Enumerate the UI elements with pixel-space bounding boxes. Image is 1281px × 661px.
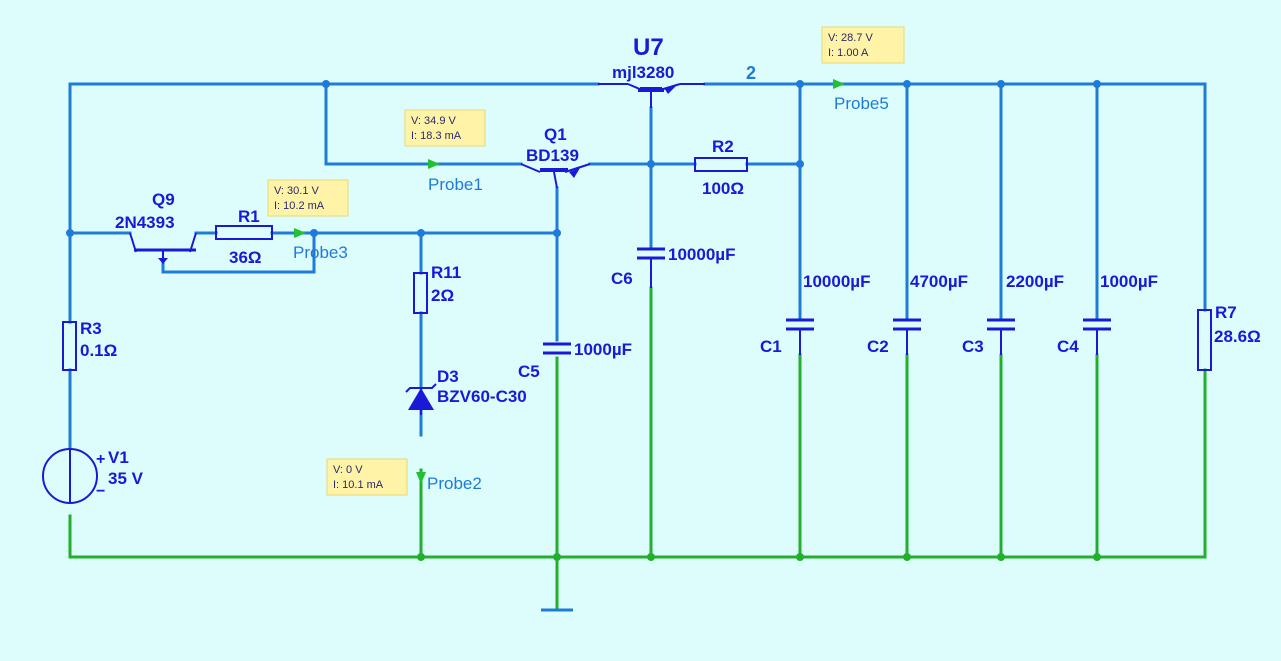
probe5[interactable]: Probe5 [833,79,889,113]
transistor-q9[interactable]: Q9 2N4393 [115,190,197,264]
resistor-r3[interactable]: R3 0.1Ω [62,319,117,371]
v1-minus: − [96,483,105,500]
capacitor-c6[interactable]: 10000µF C6 [611,245,735,288]
c6-value: 10000µF [668,245,735,264]
r1-ref: R1 [238,207,260,226]
c5-value: 1000µF [574,340,632,359]
d3-value: BZV60-C30 [437,387,527,406]
probe2-voltage: V: 0 V [333,464,363,476]
probe1-arrow-icon [428,159,440,169]
q1-value: BD139 [526,146,579,165]
r2-ref: R2 [712,137,734,156]
c6-ref: C6 [611,269,633,288]
u7-value: mjl3280 [612,63,674,82]
net-label: 2 [746,63,756,83]
r3-ref: R3 [80,319,102,338]
probe5-current: I: 1.00 A [828,47,869,59]
junction-dots [66,80,1101,561]
r11-ref: R11 [431,263,461,282]
probe3-voltage: V: 30.1 V [274,185,320,197]
capacitor-c3[interactable]: 2200µF C3 [962,272,1064,356]
voltage-source-v1[interactable]: + − V1 35 V [42,448,144,504]
transistor-u7[interactable]: U7 mjl3280 [598,34,705,108]
probe3-current: I: 10.2 mA [274,200,325,212]
probe2-readout: V: 0 V I: 10.1 mA [326,458,408,496]
u7-ref: U7 [633,34,664,61]
d3-ref: D3 [437,367,459,386]
c4-value: 1000µF [1100,272,1158,291]
transistor-q1[interactable]: Q1 BD139 [520,125,591,189]
q9-value: 2N4393 [115,213,175,232]
capacitor-c2[interactable]: 4700µF C2 [867,272,968,356]
c1-ref: C1 [760,337,782,356]
live-wires[interactable] [68,82,1207,450]
c3-ref: C3 [962,337,984,356]
v1-plus: + [96,451,105,468]
c2-value: 4700µF [910,272,968,291]
probe3-name: Probe3 [293,243,348,262]
c1-value: 10000µF [803,272,870,291]
q9-ref: Q9 [152,190,175,209]
probe1-current: I: 18.3 mA [411,130,462,142]
probe1[interactable]: Probe1 [428,159,483,194]
capacitor-c1[interactable]: 10000µF C1 [760,272,870,356]
resistor-r11[interactable]: R11 2Ω [413,263,461,314]
probe2-name: Probe2 [427,474,482,493]
v1-ref: V1 [108,448,129,467]
probe5-readout: V: 28.7 V I: 1.00 A [821,26,905,64]
probe5-voltage: V: 28.7 V [828,32,874,44]
probe3-readout: V: 30.1 V I: 10.2 mA [267,179,349,217]
probe1-readout: V: 34.9 V I: 18.3 mA [404,109,486,147]
r1-value: 36Ω [229,248,262,267]
c4-ref: C4 [1057,337,1079,356]
c3-value: 2200µF [1006,272,1064,291]
r11-value: 2Ω [431,286,454,305]
capacitor-c5[interactable]: 1000µF C5 [518,340,632,381]
zener-diode-d3[interactable]: D3 BZV60-C30 [405,367,527,415]
ground-wires[interactable] [68,286,1207,612]
probe2-arrow-icon [416,472,426,484]
probe2[interactable]: Probe2 [416,472,482,493]
r3-value: 0.1Ω [80,341,117,360]
resistor-r2[interactable]: R2 100Ω [694,137,748,198]
r2-value: 100Ω [702,179,744,198]
capacitor-c4[interactable]: 1000µF C4 [1057,272,1158,356]
probe3[interactable]: Probe3 [293,228,348,262]
r7-ref: R7 [1215,303,1237,322]
v1-value: 35 V [108,469,144,488]
r7-value: 28.6Ω [1214,327,1261,346]
c2-ref: C2 [867,337,889,356]
resistor-r7[interactable]: R7 28.6Ω [1197,303,1261,371]
probe3-arrow-icon [294,228,306,238]
probe5-arrow-icon [833,79,845,89]
probe1-name: Probe1 [428,175,483,194]
c5-ref: C5 [518,362,540,381]
q1-ref: Q1 [544,125,567,144]
resistor-r1[interactable]: R1 36Ω [215,207,273,267]
probe1-voltage: V: 34.9 V [411,115,457,127]
probe5-name: Probe5 [834,94,889,113]
probe2-current: I: 10.1 mA [333,479,384,491]
